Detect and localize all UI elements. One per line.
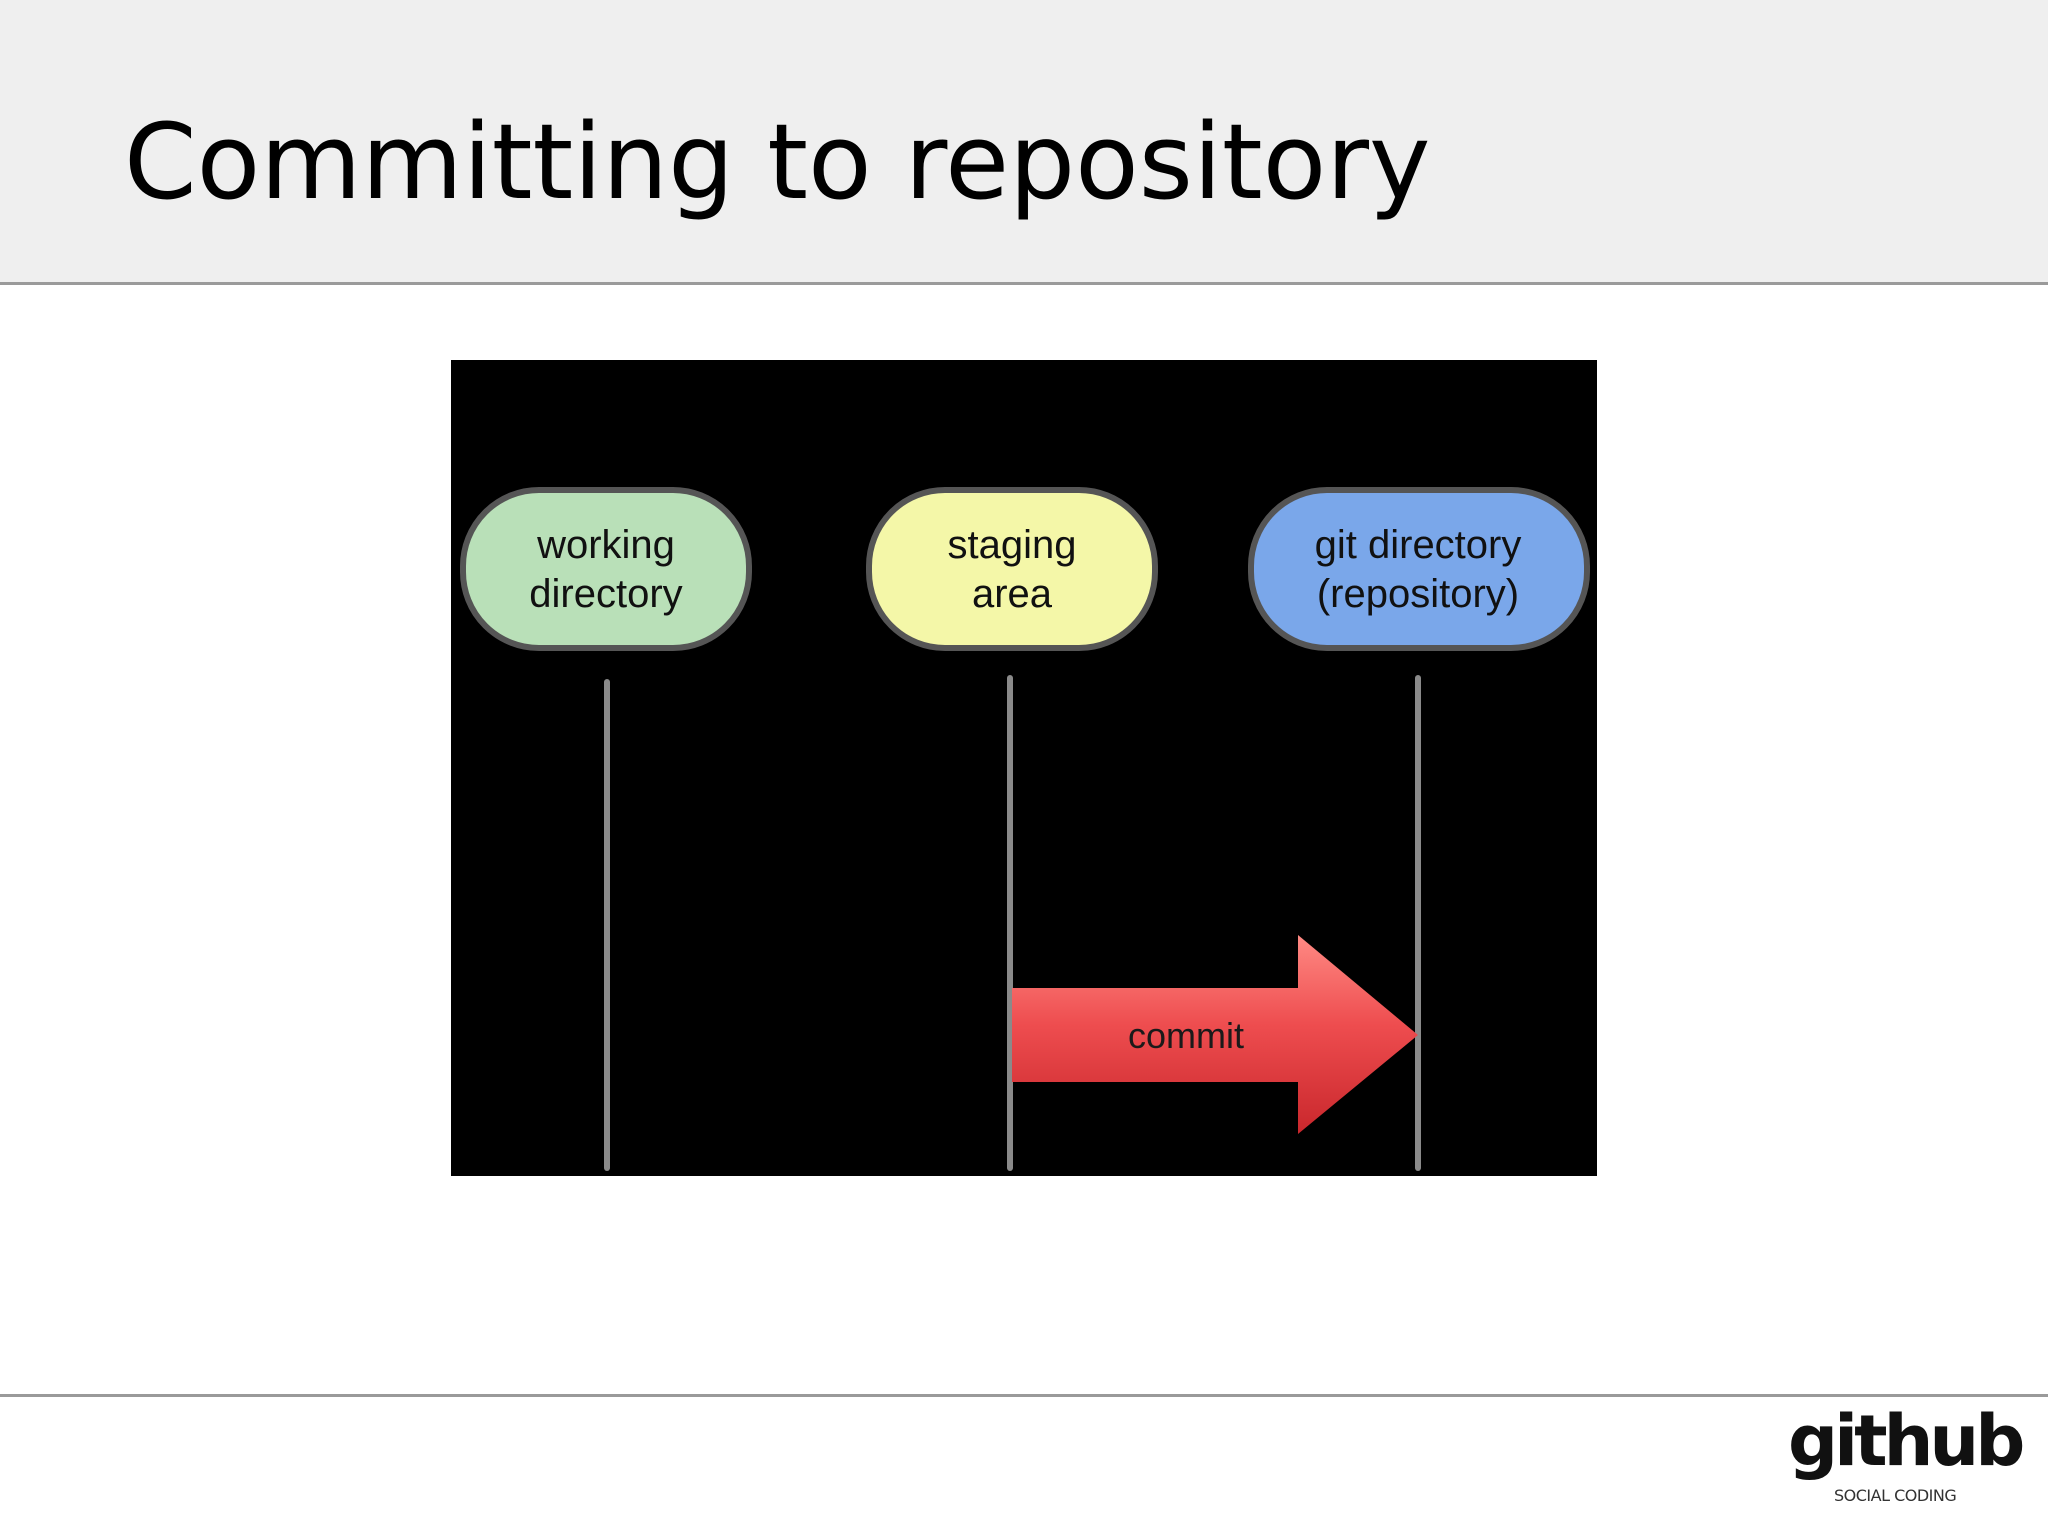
- node-staging-area: staging area: [866, 487, 1158, 651]
- title-band: Committing to repository: [0, 0, 2048, 285]
- node-git-directory: git directory (repository): [1248, 487, 1590, 651]
- commit-arrow-shape: [1012, 935, 1418, 1134]
- github-logo: github SOCIAL CODING: [1788, 1406, 2025, 1512]
- diagram-canvas: working directory staging area git direc…: [451, 360, 1597, 1176]
- footer-rule: [0, 1394, 2048, 1397]
- node-working-label-line2: directory: [529, 572, 682, 616]
- commit-arrow: commit: [1012, 935, 1418, 1134]
- node-git-label-line2: (repository): [1317, 572, 1519, 616]
- git-workflow-diagram: working directory staging area git direc…: [451, 360, 1597, 1176]
- commit-arrow-label: commit: [1128, 1015, 1244, 1056]
- node-working-label-line1: working: [536, 523, 675, 567]
- node-working-directory: working directory: [460, 487, 752, 651]
- node-staging-label-line2: area: [972, 572, 1053, 616]
- node-staging-shape: [866, 487, 1158, 651]
- slide-title: Committing to repository: [124, 101, 1431, 223]
- node-git-label-line1: git directory: [1315, 523, 1522, 567]
- github-logo-tagline: SOCIAL CODING: [1834, 1486, 1957, 1505]
- node-staging-label-line1: staging: [948, 523, 1077, 567]
- node-git-shape: [1248, 487, 1590, 651]
- github-logo-wordmark: github: [1788, 1400, 2025, 1482]
- node-working-shape: [460, 487, 752, 651]
